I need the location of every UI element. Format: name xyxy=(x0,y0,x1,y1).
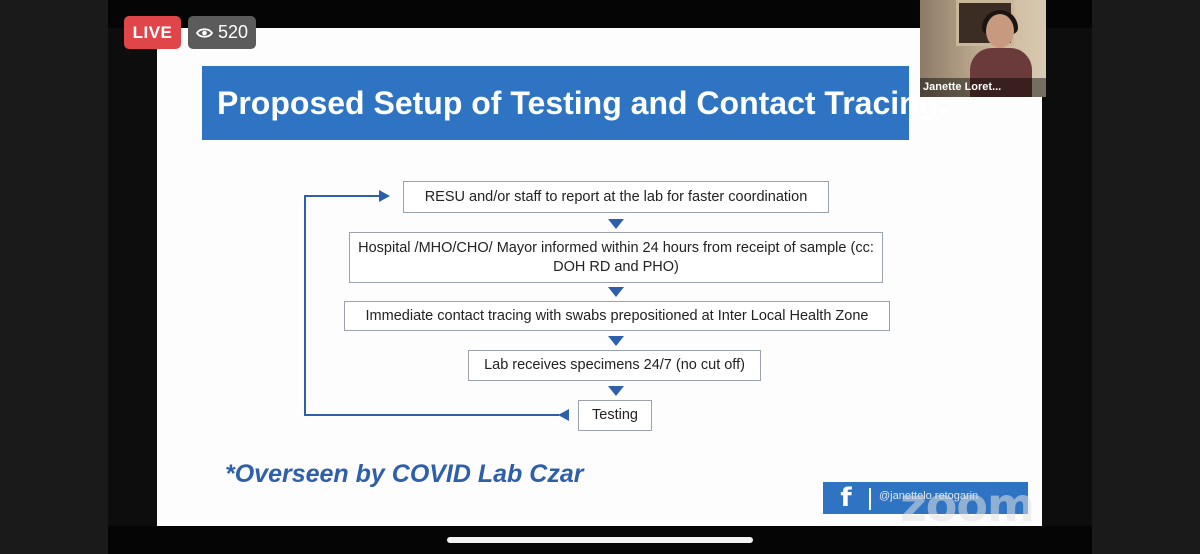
flow-step-testing: Testing xyxy=(578,400,652,431)
speaker-face xyxy=(986,14,1014,48)
loop-arrow-head-right xyxy=(379,190,390,202)
facebook-handle: @janettelo retogarin xyxy=(879,490,979,502)
viewer-count-badge: 520 xyxy=(188,16,256,49)
flow-arrow-down xyxy=(608,219,624,229)
flow-step-contact-tracing: Immediate contact tracing with swabs pre… xyxy=(344,301,890,331)
viewer-count: 520 xyxy=(217,22,249,42)
slide-title: Proposed Setup of Testing and Contact Tr… xyxy=(217,84,949,121)
flow-step-lab-receives: Lab receives specimens 24/7 (no cut off) xyxy=(468,350,761,381)
zoom-watermark: zoom xyxy=(900,478,1035,532)
facebook-banner: f @janettelo retogarin xyxy=(823,482,1028,514)
loop-arrow-head-left xyxy=(558,409,569,421)
flow-arrow-down xyxy=(608,336,624,346)
speaker-video-tile[interactable]: Janette Loret... xyxy=(920,0,1046,97)
slide-title-banner: Proposed Setup of Testing and Contact Tr… xyxy=(202,66,949,140)
loop-back-connector xyxy=(304,190,569,421)
facebook-icon: f xyxy=(840,483,852,513)
flow-step-report-lab: RESU and/or staff to report at the lab f… xyxy=(403,181,829,213)
banner-divider xyxy=(869,488,871,510)
flow-arrow-down xyxy=(608,386,624,396)
presentation-slide: Proposed Setup of Testing and Contact Tr… xyxy=(157,28,1042,526)
flow-arrow-down xyxy=(608,287,624,297)
speaker-body xyxy=(970,48,1032,97)
speaker-name-label: Janette Loret... xyxy=(920,78,1046,97)
left-letterbox xyxy=(0,0,108,554)
right-letterbox xyxy=(1092,0,1200,554)
home-indicator-bar[interactable] xyxy=(447,537,753,543)
flow-step-inform-officials: Hospital /MHO/CHO/ Mayor informed within… xyxy=(349,232,883,283)
live-badge: LIVE xyxy=(124,16,181,49)
slide-footnote: *Overseen by COVID Lab Czar xyxy=(225,460,584,488)
eye-icon xyxy=(195,27,213,38)
